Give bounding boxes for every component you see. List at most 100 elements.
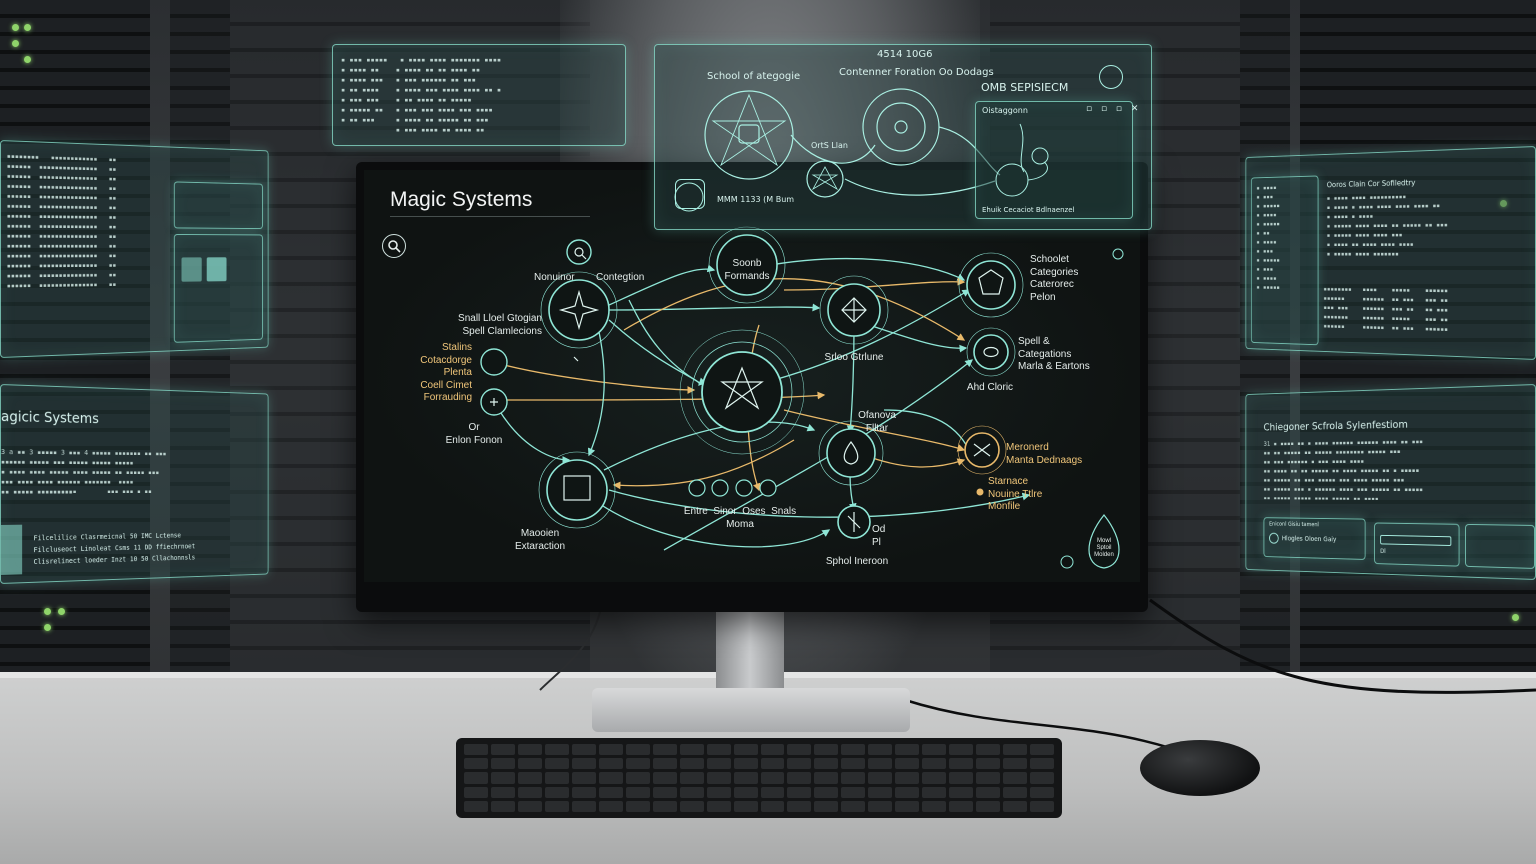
- keyboard-key[interactable]: [1003, 786, 1028, 798]
- keyboard-key[interactable]: [571, 800, 596, 812]
- keyboard-key[interactable]: [1003, 744, 1028, 756]
- keyboard-key[interactable]: [868, 744, 893, 756]
- keyboard-key[interactable]: [625, 744, 650, 756]
- keyboard-key[interactable]: [814, 772, 839, 784]
- keyboard-key[interactable]: [490, 786, 515, 798]
- node-bottom-left[interactable]: [546, 459, 608, 521]
- keyboard-key[interactable]: [760, 758, 785, 770]
- keyboard-key[interactable]: [571, 744, 596, 756]
- keyboard-key[interactable]: [598, 758, 623, 770]
- keyboard-key[interactable]: [922, 786, 947, 798]
- settings-icon[interactable]: [1060, 555, 1074, 569]
- keyboard-key[interactable]: [841, 772, 866, 784]
- node-right-top[interactable]: [966, 260, 1016, 310]
- keyboard-key[interactable]: [922, 758, 947, 770]
- keyboard-key[interactable]: [922, 800, 947, 812]
- keyboard-key[interactable]: [544, 786, 569, 798]
- keyboard-key[interactable]: [1003, 772, 1028, 784]
- keyboard-key[interactable]: [1030, 758, 1054, 770]
- node-top-center[interactable]: [716, 234, 778, 296]
- keyboard-key[interactable]: [868, 772, 893, 784]
- node-center-low[interactable]: [826, 428, 876, 478]
- node-small-1[interactable]: [688, 479, 706, 497]
- keyboard-key[interactable]: [787, 786, 812, 798]
- keyboard-key[interactable]: [841, 758, 866, 770]
- keyboard-key[interactable]: [625, 800, 650, 812]
- keyboard-key[interactable]: [787, 744, 812, 756]
- select-field[interactable]: [1380, 534, 1452, 547]
- keyboard-key[interactable]: [706, 772, 731, 784]
- keyboard-key[interactable]: [598, 772, 623, 784]
- keyboard-key[interactable]: [706, 758, 731, 770]
- keyboard-key[interactable]: [679, 800, 704, 812]
- keyboard-key[interactable]: [517, 772, 542, 784]
- node-small-4[interactable]: [759, 479, 777, 497]
- keyboard-key[interactable]: [464, 744, 488, 756]
- keyboard-key[interactable]: [571, 786, 596, 798]
- keyboard-key[interactable]: [949, 758, 974, 770]
- keyboard-key[interactable]: [976, 786, 1001, 798]
- node-center[interactable]: [701, 351, 783, 433]
- keyboard-key[interactable]: [841, 786, 866, 798]
- keyboard-key[interactable]: [652, 758, 677, 770]
- keyboard-key[interactable]: [571, 758, 596, 770]
- keyboard-key[interactable]: [598, 786, 623, 798]
- keyboard-key[interactable]: [868, 758, 893, 770]
- keyboard-key[interactable]: [976, 744, 1001, 756]
- keyboard-key[interactable]: [544, 758, 569, 770]
- keyboard-key[interactable]: [895, 786, 920, 798]
- keyboard-key[interactable]: [652, 772, 677, 784]
- keyboard-key[interactable]: [464, 758, 488, 770]
- keyboard-key[interactable]: [733, 800, 758, 812]
- keyboard-key[interactable]: [868, 800, 893, 812]
- keyboard-key[interactable]: [841, 800, 866, 812]
- keyboard-key[interactable]: [760, 772, 785, 784]
- keyboard-key[interactable]: [1030, 772, 1054, 784]
- node-small-3[interactable]: [735, 479, 753, 497]
- window-controls[interactable]: ▫ ▫ ▫ ✕: [1086, 104, 1142, 114]
- keyboard-key[interactable]: [841, 744, 866, 756]
- keyboard-key[interactable]: [895, 758, 920, 770]
- keyboard[interactable]: [456, 738, 1062, 818]
- keyboard-key[interactable]: [652, 800, 677, 812]
- keyboard-key[interactable]: [1003, 758, 1028, 770]
- keyboard-key[interactable]: [868, 786, 893, 798]
- keyboard-key[interactable]: [760, 800, 785, 812]
- keyboard-key[interactable]: [814, 758, 839, 770]
- keyboard-key[interactable]: [1030, 800, 1054, 812]
- keyboard-key[interactable]: [464, 772, 488, 784]
- keyboard-key[interactable]: [733, 758, 758, 770]
- keyboard-key[interactable]: [760, 744, 785, 756]
- keyboard-key[interactable]: [1003, 800, 1028, 812]
- keyboard-key[interactable]: [949, 786, 974, 798]
- keyboard-key[interactable]: [787, 800, 812, 812]
- keyboard-key[interactable]: [625, 758, 650, 770]
- keyboard-key[interactable]: [814, 800, 839, 812]
- keyboard-key[interactable]: [949, 772, 974, 784]
- zoom-icon[interactable]: [1112, 248, 1124, 260]
- keyboard-key[interactable]: [598, 744, 623, 756]
- keyboard-key[interactable]: [517, 786, 542, 798]
- keyboard-key[interactable]: [679, 786, 704, 798]
- keyboard-key[interactable]: [652, 744, 677, 756]
- keyboard-key[interactable]: [517, 758, 542, 770]
- keyboard-key[interactable]: [679, 758, 704, 770]
- keyboard-key[interactable]: [760, 786, 785, 798]
- keyboard-key[interactable]: [544, 744, 569, 756]
- keyboard-key[interactable]: [625, 786, 650, 798]
- keyboard-key[interactable]: [464, 786, 488, 798]
- keyboard-key[interactable]: [1030, 744, 1054, 756]
- keyboard-key[interactable]: [490, 744, 515, 756]
- keyboard-key[interactable]: [490, 800, 515, 812]
- keyboard-key[interactable]: [706, 744, 731, 756]
- keyboard-key[interactable]: [814, 786, 839, 798]
- keyboard-key[interactable]: [679, 772, 704, 784]
- keyboard-key[interactable]: [976, 800, 1001, 812]
- keyboard-key[interactable]: [814, 744, 839, 756]
- keyboard-key[interactable]: [544, 772, 569, 784]
- keyboard-key[interactable]: [733, 744, 758, 756]
- keyboard-key[interactable]: [706, 786, 731, 798]
- mouse[interactable]: [1140, 740, 1260, 796]
- keyboard-key[interactable]: [517, 744, 542, 756]
- keyboard-key[interactable]: [1030, 786, 1054, 798]
